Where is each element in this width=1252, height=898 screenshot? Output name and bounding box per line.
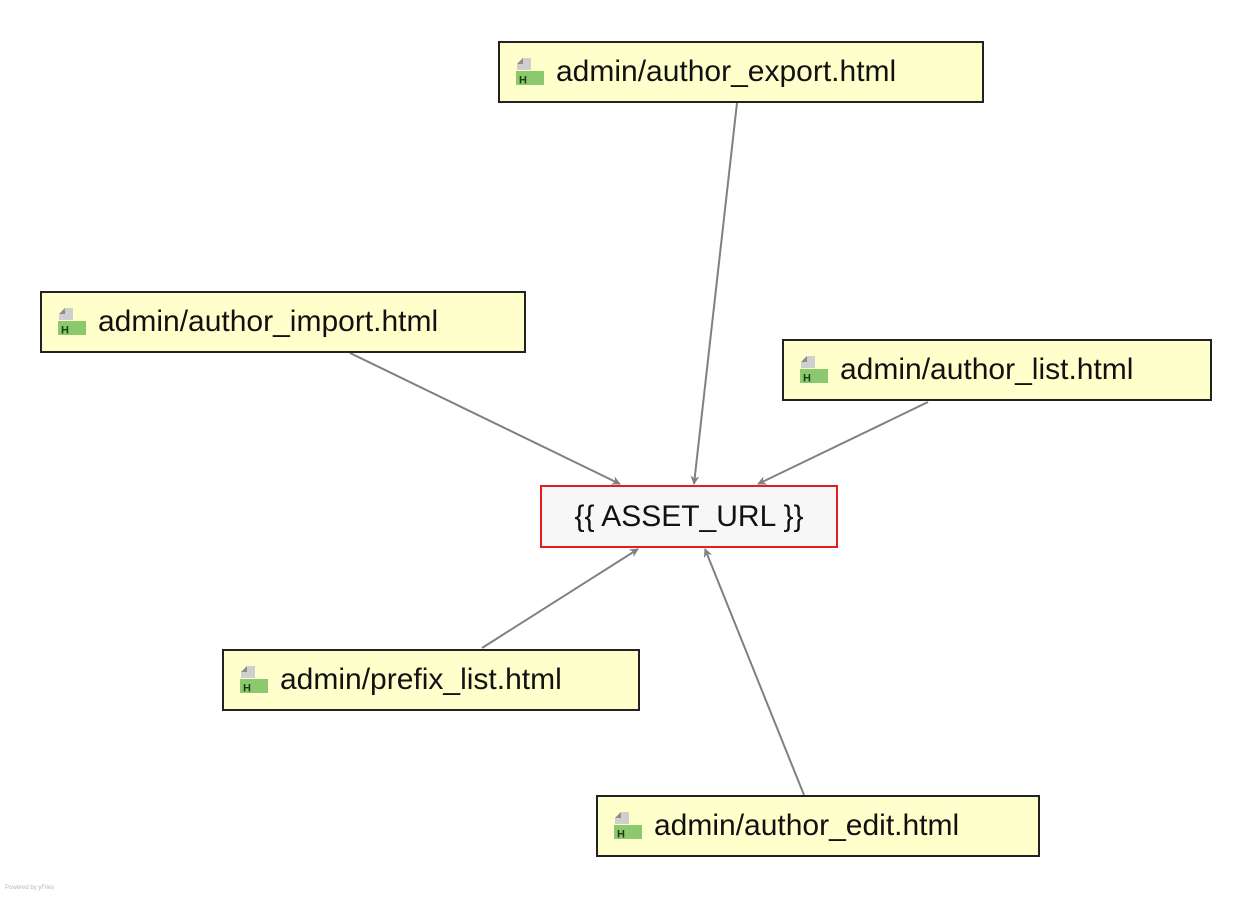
powered-by-watermark: Powered by yFiles (5, 885, 55, 891)
node-prefix-list[interactable]: H admin/prefix_list.html (222, 649, 640, 711)
node-label: {{ ASSET_URL }} (574, 499, 804, 533)
svg-text:H: H (519, 75, 527, 87)
html-file-icon: H (614, 812, 642, 841)
html-file-icon: H (240, 666, 268, 695)
node-label: admin/author_import.html (98, 305, 439, 338)
node-label: admin/prefix_list.html (280, 663, 562, 696)
edge-author-edit-to-asset-url (703, 548, 805, 796)
node-author-edit[interactable]: H admin/author_edit.html (596, 795, 1040, 857)
node-author-list[interactable]: H admin/author_list.html (782, 339, 1212, 401)
svg-text:H: H (61, 325, 69, 337)
node-author-import[interactable]: H admin/author_import.html (40, 291, 526, 353)
edge-author-export-to-asset-url (690, 102, 738, 485)
html-file-icon: H (58, 308, 86, 337)
node-asset-url[interactable]: {{ ASSET_URL }} (540, 485, 838, 548)
edge-prefix-list-to-asset-url (481, 548, 639, 649)
svg-text:H: H (243, 683, 251, 695)
node-label: admin/author_edit.html (654, 809, 960, 842)
svg-text:H: H (617, 829, 625, 841)
node-label: admin/author_export.html (556, 55, 897, 88)
node-label: admin/author_list.html (840, 353, 1134, 386)
svg-text:H: H (803, 373, 811, 385)
edge-author-list-to-asset-url (757, 401, 929, 485)
node-author-export[interactable]: H admin/author_export.html (498, 41, 984, 103)
edge-author-import-to-asset-url (349, 352, 621, 485)
html-file-icon: H (516, 58, 544, 87)
html-file-icon: H (800, 356, 828, 385)
